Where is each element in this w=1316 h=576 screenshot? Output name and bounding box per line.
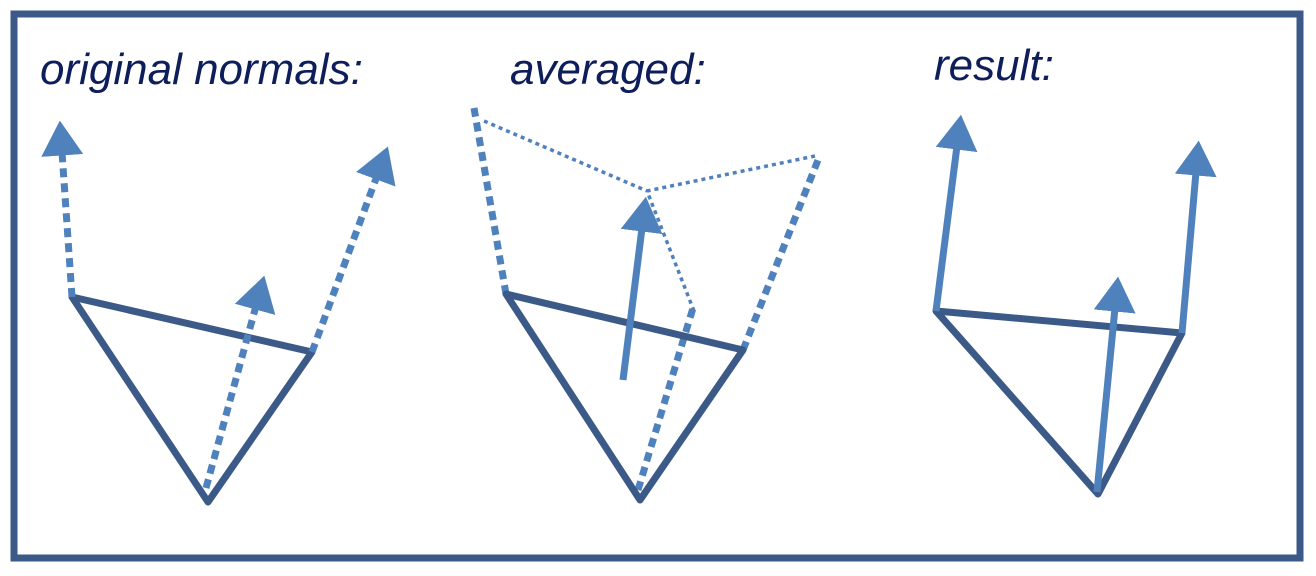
triangle-averaged bbox=[502, 290, 747, 504]
triangle-original bbox=[68, 293, 316, 506]
averaged-normal-arrow bbox=[619, 196, 663, 381]
panel-caption-result: result: bbox=[934, 41, 1054, 90]
panel-original-normals: original normals: bbox=[40, 45, 396, 506]
result-normal-bottom-vertex bbox=[1093, 276, 1136, 493]
panel-caption-averaged: averaged: bbox=[510, 45, 706, 94]
normal-arrow-left-vertex bbox=[41, 120, 84, 298]
normal-arrow-right-vertex bbox=[308, 146, 396, 354]
dotted-normal-left-vertex bbox=[470, 107, 510, 295]
triangle-result bbox=[932, 307, 1186, 498]
normal-arrow-bottom-vertex bbox=[202, 275, 276, 489]
panel-averaged: averaged: bbox=[470, 45, 822, 504]
panel-caption-original: original normals: bbox=[40, 45, 363, 94]
dotted-normal-right-vertex bbox=[739, 158, 822, 352]
result-normal-left-vertex bbox=[932, 114, 978, 312]
diagram-border bbox=[10, 10, 1304, 562]
result-normal-right-vertex bbox=[1174, 140, 1217, 334]
averaging-guides bbox=[483, 119, 816, 312]
panel-result: result: bbox=[932, 41, 1217, 498]
